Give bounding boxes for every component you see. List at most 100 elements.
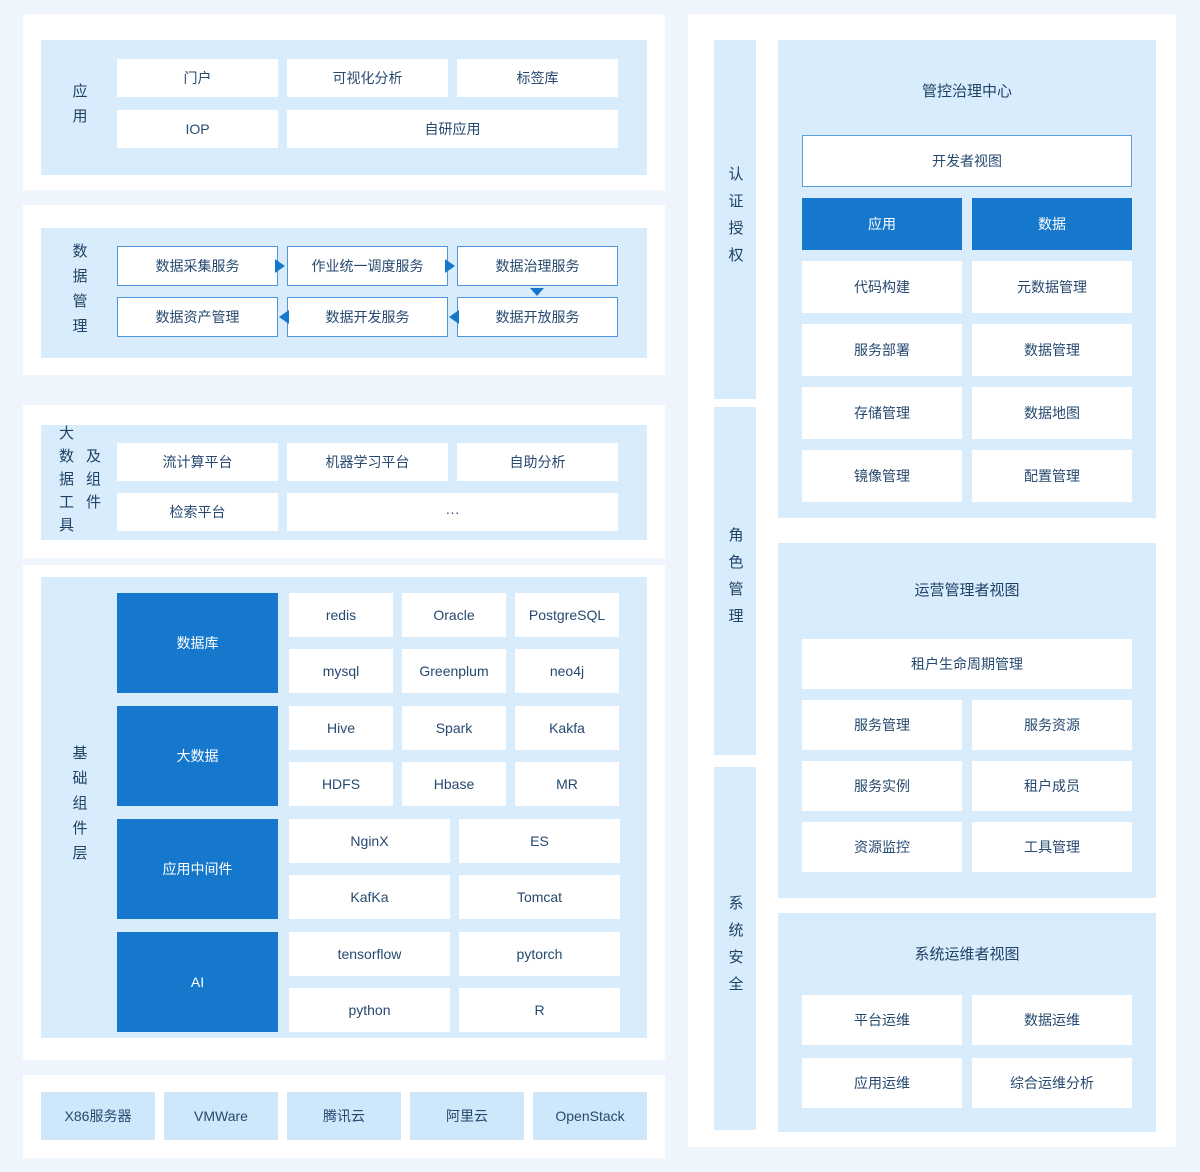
governance-card: 服务部署 bbox=[802, 324, 962, 376]
group-middleware: 应用中间件 NginX ES KafKa Tomcat bbox=[117, 819, 620, 919]
ops-title: 系统运维者视图 bbox=[914, 946, 1020, 963]
bigdata-tools-label-wrap: 大数据工具 及组件 bbox=[41, 425, 117, 540]
component-card: 自研应用 bbox=[287, 110, 618, 148]
developer-view-card: 开发者视图 bbox=[802, 135, 1132, 187]
base-layer-section: 基础组件层 数据库 redis Oracle PostgreSQL mysql … bbox=[23, 565, 665, 1060]
bar-auth: 认证授权 bbox=[714, 40, 756, 399]
governance-panel: 管控治理中心 开发者视图 应用 代码构建 服务部署 存储管理 镜像管理 数据 元… bbox=[778, 40, 1156, 518]
operation-card: 服务资源 bbox=[972, 700, 1132, 750]
app-section-label-wrap: 应用 bbox=[41, 40, 117, 175]
app-cards: 门户 可视化分析 标签库 IOP 自研应用 bbox=[117, 59, 618, 148]
ops-card: 综合运维分析 bbox=[972, 1058, 1132, 1108]
data-mgmt-label-wrap: 数据管理 bbox=[41, 228, 117, 358]
base-layer-panel: 基础组件层 数据库 redis Oracle PostgreSQL mysql … bbox=[41, 577, 647, 1038]
governance-card: 元数据管理 bbox=[972, 261, 1132, 313]
group-header: 大数据 bbox=[117, 706, 278, 806]
group-bigdata: 大数据 Hive Spark Kakfa HDFS Hbase MR bbox=[117, 706, 620, 806]
group-header: 数据库 bbox=[117, 593, 278, 693]
ops-card: 平台运维 bbox=[802, 995, 962, 1045]
group-ai: AI tensorflow pytorch python R bbox=[117, 932, 620, 1032]
col-header-data: 数据 bbox=[972, 198, 1132, 250]
operation-card: 资源监控 bbox=[802, 822, 962, 872]
operation-card: 服务管理 bbox=[802, 700, 962, 750]
infra-cards: X86服务器 VMWare 腾讯云 阿里云 OpenStack bbox=[41, 1092, 647, 1140]
group-header: AI bbox=[117, 932, 278, 1032]
bigdata-tools-panel: 大数据工具 及组件 流计算平台 机器学习平台 自助分析 检索平台 ··· bbox=[41, 425, 647, 540]
arrow-down-icon bbox=[530, 288, 544, 296]
component-card: IOP bbox=[117, 110, 278, 148]
group-database: 数据库 redis Oracle PostgreSQL mysql Greenp… bbox=[117, 593, 620, 693]
bigdata-tools-cards: 流计算平台 机器学习平台 自助分析 检索平台 ··· bbox=[117, 443, 618, 531]
tech-card: Oracle bbox=[402, 593, 506, 637]
governance-card: 存储管理 bbox=[802, 387, 962, 439]
tech-card: Kakfa bbox=[515, 706, 619, 750]
infra-card: X86服务器 bbox=[41, 1092, 155, 1140]
group-header: 应用中间件 bbox=[117, 819, 278, 919]
governance-col-data: 数据 元数据管理 数据管理 数据地图 配置管理 bbox=[972, 198, 1132, 502]
app-section-panel: 应用 门户 可视化分析 标签库 IOP 自研应用 bbox=[41, 40, 647, 175]
service-card: 数据开发服务 bbox=[287, 297, 448, 337]
tech-card: mysql bbox=[289, 649, 393, 693]
operation-card: 服务实例 bbox=[802, 761, 962, 811]
tech-card: KafKa bbox=[289, 875, 450, 919]
arrow-left-icon bbox=[279, 310, 289, 324]
tech-card: Tomcat bbox=[459, 875, 620, 919]
service-card: 数据治理服务 bbox=[457, 246, 618, 286]
platform-card: 机器学习平台 bbox=[287, 443, 448, 481]
base-layer-label-wrap: 基础组件层 bbox=[41, 577, 117, 1038]
operation-card: 租户成员 bbox=[972, 761, 1132, 811]
governance-card: 代码构建 bbox=[802, 261, 962, 313]
right-container: 认证授权 角色管理 系统安全 管控治理中心 开发者视图 应用 代码构建 服务部署… bbox=[688, 14, 1176, 1147]
service-card: 数据资产管理 bbox=[117, 297, 278, 337]
operation-title: 运营管理者视图 bbox=[914, 582, 1020, 599]
data-mgmt-section: 数据管理 数据采集服务 作业统一调度服务 数据治理服务 数据资产管理 数据开发服… bbox=[23, 205, 665, 375]
tech-card: PostgreSQL bbox=[515, 593, 619, 637]
arrow-right-icon bbox=[275, 259, 285, 273]
platform-card-ellipsis: ··· bbox=[287, 493, 618, 531]
tech-card: NginX bbox=[289, 819, 450, 863]
operation-cards: 服务管理 服务资源 服务实例 租户成员 资源监控 工具管理 bbox=[802, 700, 1132, 872]
tech-card: tensorflow bbox=[289, 932, 450, 976]
arrow-left-icon bbox=[449, 310, 459, 324]
bar-auth-label: 认证授权 bbox=[726, 165, 744, 274]
infra-card: 阿里云 bbox=[410, 1092, 524, 1140]
service-card: 数据采集服务 bbox=[117, 246, 278, 286]
base-layer-label: 基础组件层 bbox=[70, 745, 88, 870]
tech-card: MR bbox=[515, 762, 619, 806]
tech-card: pytorch bbox=[459, 932, 620, 976]
group-items: Hive Spark Kakfa HDFS Hbase MR bbox=[289, 706, 619, 806]
governance-card: 镜像管理 bbox=[802, 450, 962, 502]
governance-columns: 应用 代码构建 服务部署 存储管理 镜像管理 数据 元数据管理 数据管理 数据地… bbox=[802, 198, 1132, 502]
tech-card: neo4j bbox=[515, 649, 619, 693]
group-items: tensorflow pytorch python R bbox=[289, 932, 620, 1032]
bar-role: 角色管理 bbox=[714, 407, 756, 755]
bar-security: 系统安全 bbox=[714, 767, 756, 1130]
service-card: 数据开放服务 bbox=[457, 297, 618, 337]
ops-card: 应用运维 bbox=[802, 1058, 962, 1108]
tenant-lifecycle-card: 租户生命周期管理 bbox=[802, 639, 1132, 689]
tech-card: ES bbox=[459, 819, 620, 863]
base-layer-groups: 数据库 redis Oracle PostgreSQL mysql Greenp… bbox=[117, 593, 620, 1032]
tech-card: redis bbox=[289, 593, 393, 637]
governance-card: 数据管理 bbox=[972, 324, 1132, 376]
component-card: 标签库 bbox=[457, 59, 618, 97]
ops-panel: 系统运维者视图 平台运维 数据运维 应用运维 综合运维分析 bbox=[778, 913, 1156, 1132]
bar-role-label: 角色管理 bbox=[726, 527, 744, 635]
infra-card: 腾讯云 bbox=[287, 1092, 401, 1140]
data-mgmt-panel: 数据管理 数据采集服务 作业统一调度服务 数据治理服务 数据资产管理 数据开发服… bbox=[41, 228, 647, 358]
app-section: 应用 门户 可视化分析 标签库 IOP 自研应用 bbox=[23, 14, 665, 190]
infra-card: OpenStack bbox=[533, 1092, 647, 1140]
tech-card: R bbox=[459, 988, 620, 1032]
col-header-app: 应用 bbox=[802, 198, 962, 250]
infra-section: X86服务器 VMWare 腾讯云 阿里云 OpenStack bbox=[23, 1075, 665, 1158]
group-items: NginX ES KafKa Tomcat bbox=[289, 819, 620, 919]
ops-card: 数据运维 bbox=[972, 995, 1132, 1045]
component-card: 可视化分析 bbox=[287, 59, 448, 97]
governance-title: 管控治理中心 bbox=[921, 83, 1012, 100]
bigdata-tools-label-col1: 大数据工具 bbox=[57, 425, 74, 540]
infra-card: VMWare bbox=[164, 1092, 278, 1140]
ops-cards: 平台运维 数据运维 应用运维 综合运维分析 bbox=[802, 995, 1132, 1108]
service-card: 作业统一调度服务 bbox=[287, 246, 448, 286]
data-mgmt-label: 数据管理 bbox=[70, 243, 88, 343]
bigdata-tools-label-col2: 及组件 bbox=[84, 448, 101, 517]
